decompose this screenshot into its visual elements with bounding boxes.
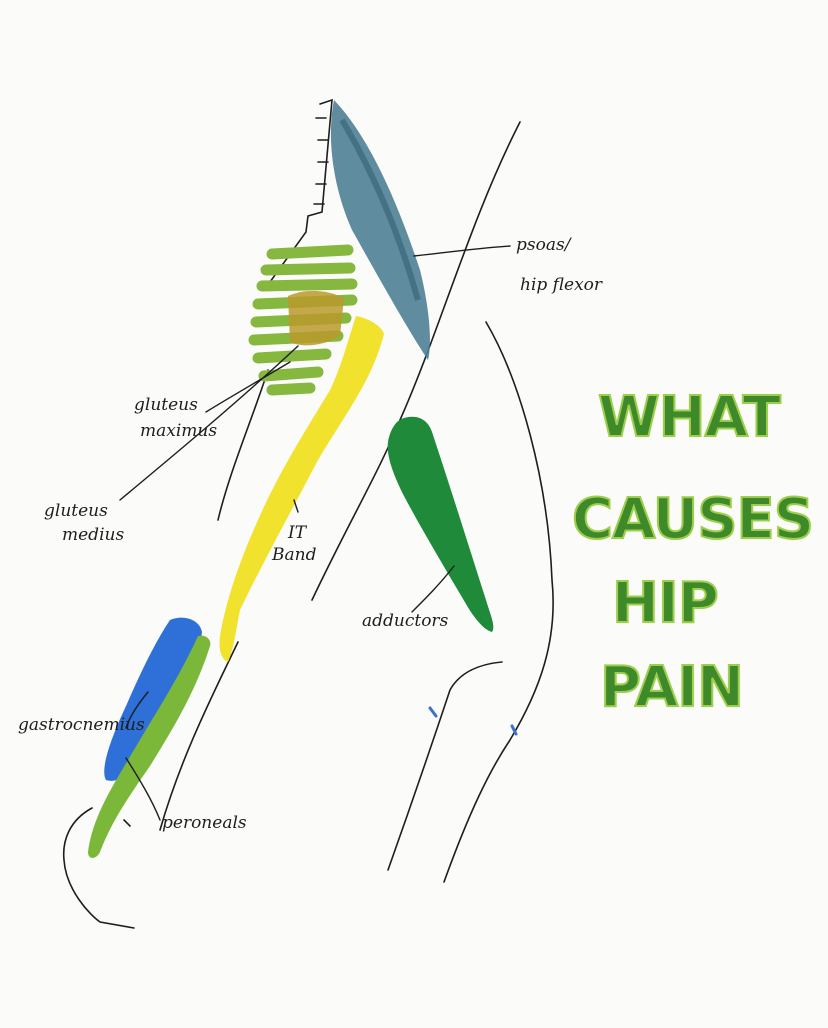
psoas-stroke: [339, 118, 421, 301]
label-adductors: adductors: [362, 611, 449, 631]
foot-outline: [62, 807, 135, 929]
heel-outline: [123, 819, 131, 827]
glute-max-stroke-9: [266, 382, 316, 396]
vertebra-ticks: [313, 117, 329, 205]
glute-max-stroke-1: [266, 244, 354, 260]
gastrocnemius-leader: [125, 691, 149, 729]
title-line-3: HIP: [611, 571, 720, 636]
glute-max-stroke-2: [260, 262, 356, 276]
label-gluteus-maximus-line1: gluteus: [134, 395, 198, 415]
title-line-1: WHAT: [597, 385, 782, 450]
glute-medius-leader: [119, 345, 299, 501]
spine-outline: [269, 98, 333, 283]
knee-outline: [387, 661, 503, 871]
label-it-band-line1: IT: [288, 523, 307, 543]
pelvis-front-outline: [311, 121, 521, 601]
label-gluteus-medius-line1: gluteus: [44, 501, 108, 521]
psoas-fill: [330, 100, 430, 360]
glute-max-stroke-3: [256, 278, 358, 292]
gastrocnemius-muscle: [104, 617, 202, 781]
title-line-2: CAUSES: [571, 487, 815, 552]
glute-max-leader: [205, 361, 291, 413]
it-band-leader: [293, 499, 299, 513]
peroneals-leader: [125, 757, 161, 821]
glute-max-stroke-7: [252, 348, 332, 364]
peroneals-muscle: [88, 635, 211, 858]
label-psoas-line2: hip flexor: [520, 275, 603, 295]
psoas-muscle: [330, 100, 430, 360]
glute-max-stroke-8: [258, 366, 324, 382]
label-gluteus-medius-line2: medius: [62, 525, 125, 545]
shin-outline: [159, 641, 239, 831]
label-gluteus-maximus-line2: maximus: [140, 421, 218, 441]
label-peroneals: peroneals: [162, 813, 247, 833]
label-it-band-line2: Band: [272, 545, 317, 565]
it-band-muscle: [219, 316, 384, 662]
label-psoas-line1: psoas/: [516, 235, 571, 255]
leader-lines: [119, 245, 511, 821]
adductors-muscle: [387, 416, 494, 632]
knee-dot-1: [428, 706, 438, 718]
body-outline: [62, 98, 554, 929]
psoas-leader: [413, 245, 511, 257]
gluteus-medius-muscle: [288, 290, 344, 346]
title-line-4: PAIN: [599, 655, 745, 720]
label-gastrocnemius: gastrocnemius: [18, 715, 145, 735]
thigh-front-outline: [443, 321, 554, 883]
knee-dot-2: [510, 724, 518, 736]
adductors-leader: [411, 565, 455, 613]
thigh-back-outline: [217, 369, 269, 521]
